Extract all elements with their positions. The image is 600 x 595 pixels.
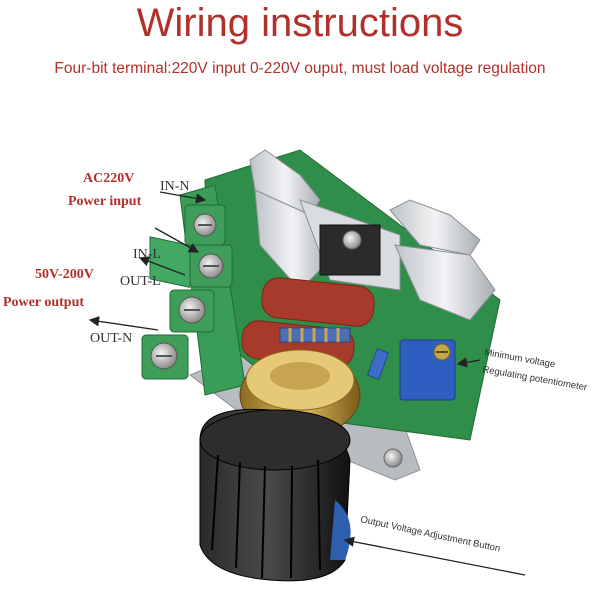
arrow-min-voltage	[456, 357, 481, 368]
terminal-block	[141, 184, 246, 396]
base-screw	[383, 448, 403, 468]
arrow-out-n	[88, 316, 159, 331]
label-power-input: Power input	[68, 194, 142, 209]
label-out-n: OUT-N	[90, 331, 132, 346]
page-subtitle: Four-bit terminal:220V input 0-220V oupu…	[54, 60, 546, 77]
terminal-in-n	[184, 204, 226, 246]
arrow-in-l	[154, 227, 200, 253]
label-v-range: 50V-200V	[35, 267, 94, 282]
label-power-output: Power output	[3, 295, 84, 310]
label-in-l: IN-L	[133, 247, 161, 262]
inductor-coil	[279, 327, 351, 343]
trimmer-potentiometer	[399, 339, 456, 401]
heat-sink	[249, 149, 496, 321]
terminal-out-l	[169, 289, 215, 333]
terminal-out-n	[141, 334, 189, 380]
label-min-voltage-line2: Regulating potentiometer	[481, 364, 587, 393]
arrow-out-l	[138, 256, 186, 276]
page-title: Wiring instructions	[136, 1, 464, 45]
label-ac220v: AC220V	[83, 171, 134, 186]
terminal-in-l	[189, 244, 233, 288]
arrow-adjust-button	[343, 536, 526, 576]
arrow-in-n	[159, 191, 207, 204]
label-out-l: OUT-L	[120, 274, 161, 289]
diode	[366, 348, 390, 380]
label-in-n: IN-N	[160, 179, 190, 194]
label-adjust-button: Output Voltage Adjustment Button	[359, 514, 501, 554]
adjustment-knob	[199, 408, 351, 582]
